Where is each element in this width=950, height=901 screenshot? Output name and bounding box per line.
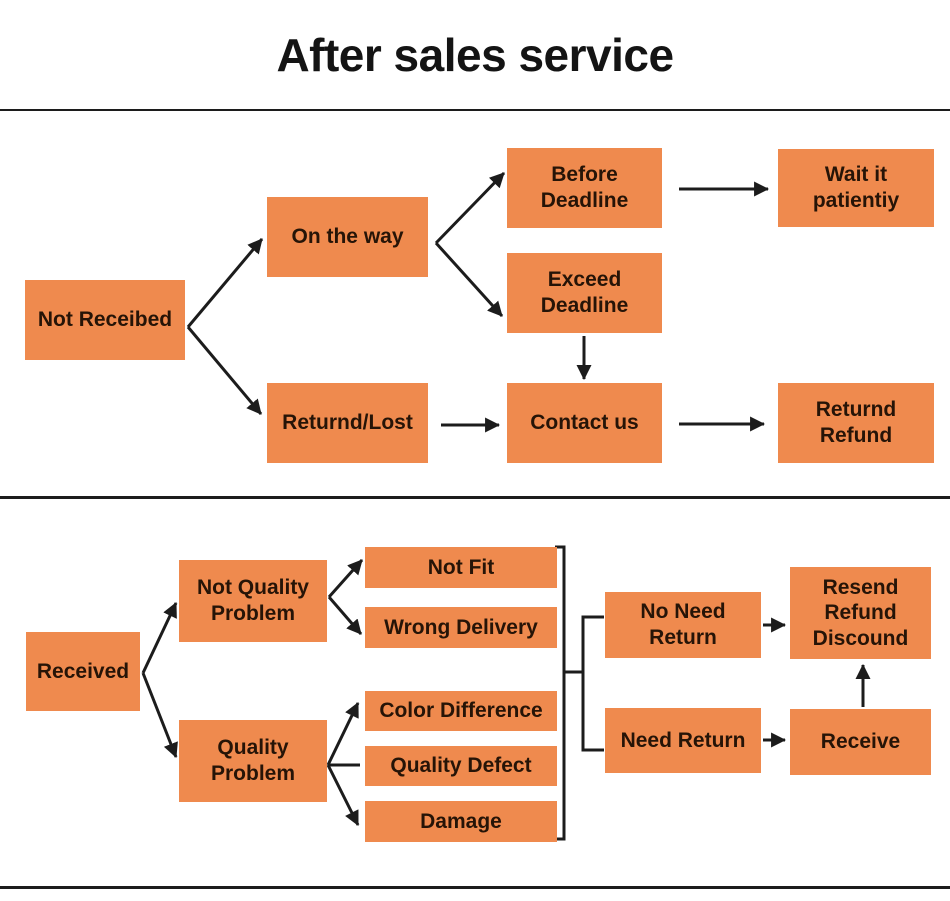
arrow-notreceibed-ontheway <box>186 238 264 328</box>
divider-line-top <box>0 109 950 111</box>
arrow-notquality-wrongdelivery <box>327 596 363 635</box>
node-exceed-deadline: Exceed Deadline <box>507 253 662 333</box>
arrow-quality-colordifference <box>326 702 360 766</box>
arrow-ontheway-beforedeadline <box>434 171 506 245</box>
node-receive: Receive <box>790 709 931 775</box>
node-returnd-lost: Returnd/Lost <box>267 383 428 463</box>
node-contact-us: Contact us <box>507 383 662 463</box>
diagram-title: After sales service <box>276 29 674 81</box>
node-wait-it-patientiy: Wait it patientiy <box>778 149 934 227</box>
node-on-the-way: On the way <box>267 197 428 277</box>
node-color-difference: Color Difference <box>365 691 557 731</box>
node-returnd-refund: Returnd Refund <box>778 383 934 463</box>
node-wrong-delivery: Wrong Delivery <box>365 607 557 648</box>
arrow-received-qualityproblem <box>141 672 178 758</box>
node-received: Received <box>26 632 140 711</box>
node-not-receibed: Not Receibed <box>25 280 185 360</box>
node-resend-refund-discound: Resend Refund Discound <box>790 567 931 659</box>
node-quality-problem: Quality Problem <box>179 720 327 802</box>
node-not-quality-problem: Not Quality Problem <box>179 560 327 642</box>
node-no-need-return: No Need Return <box>605 592 761 658</box>
node-need-return: Need Return <box>605 708 761 773</box>
arrow-notquality-notfit <box>327 559 364 598</box>
arrow-notreceibed-returndlost <box>186 326 263 415</box>
divider-line-middle <box>0 496 950 499</box>
node-quality-defect: Quality Defect <box>365 746 557 786</box>
arrow-ontheway-exceeddeadline <box>434 241 504 318</box>
node-before-deadline: Before Deadline <box>507 148 662 228</box>
node-not-fit: Not Fit <box>365 547 557 588</box>
arrow-quality-damage <box>326 764 360 826</box>
node-damage: Damage <box>365 801 557 842</box>
divider-line-bottom <box>0 886 950 889</box>
bracket-split <box>581 615 604 752</box>
arrow-received-notqualityproblem <box>141 602 178 674</box>
